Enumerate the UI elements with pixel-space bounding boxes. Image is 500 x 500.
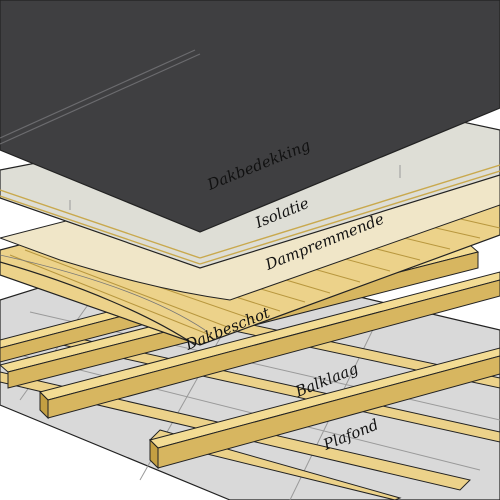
insulation-edge-stripes xyxy=(0,164,500,265)
roofing-membrane xyxy=(0,0,500,233)
roofing-surface xyxy=(0,0,500,233)
roofing-seam xyxy=(0,49,201,145)
